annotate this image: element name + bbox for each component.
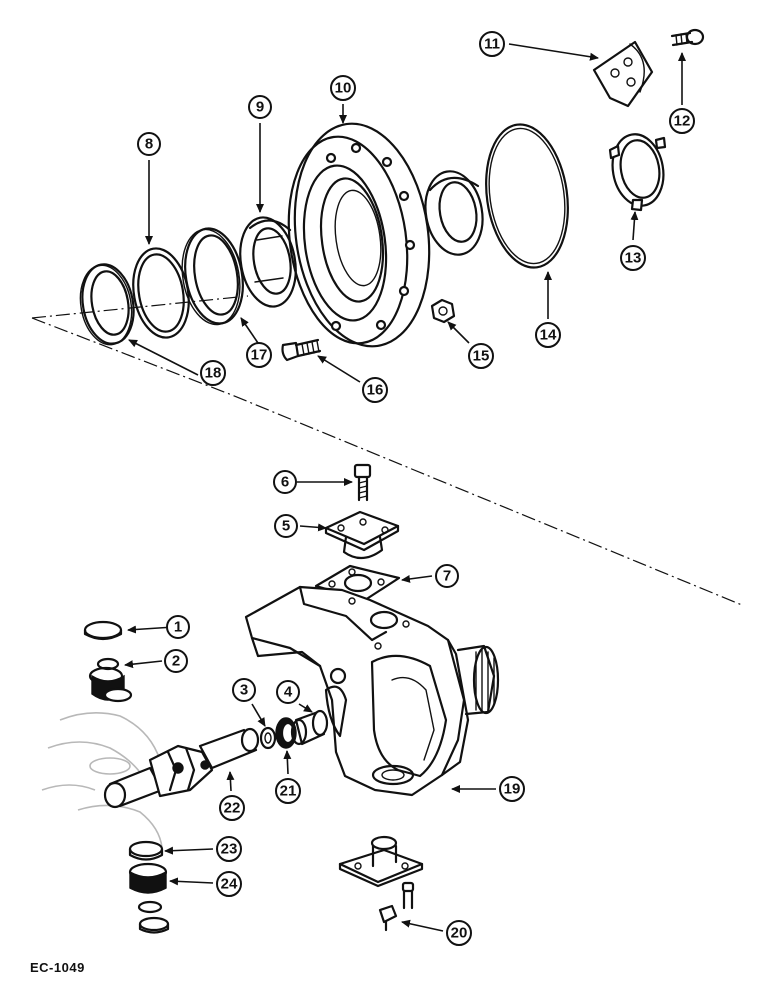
- universal-joint-22: [103, 727, 260, 809]
- callout-22-label: 22: [224, 800, 241, 817]
- callout-19: 19: [499, 776, 525, 802]
- callout-16: 16: [362, 377, 388, 403]
- callout-18: 18: [200, 360, 226, 386]
- o-ring-14: [485, 123, 569, 269]
- bearing-2: [88, 657, 133, 703]
- seal-21: [275, 717, 297, 749]
- callout-17-label: 17: [251, 347, 268, 364]
- callout-1: 1: [166, 615, 190, 639]
- callout-7-label: 7: [443, 568, 451, 585]
- callout-24-label: 24: [221, 876, 238, 893]
- callout-23: 23: [216, 836, 242, 862]
- callout-10: 10: [330, 75, 356, 101]
- assembly-axis-lines: [31, 295, 743, 606]
- callout-13-label: 13: [625, 250, 642, 267]
- callout-8-label: 8: [145, 136, 153, 153]
- callout-11-label: 11: [484, 36, 500, 53]
- cap-23: [128, 840, 164, 861]
- bolt-6: [353, 463, 372, 502]
- callout-2-label: 2: [172, 653, 180, 670]
- bushing-4: [290, 709, 329, 746]
- bearing-24: [128, 862, 170, 934]
- washer-3: [259, 726, 277, 750]
- callout-5: 5: [274, 514, 298, 538]
- callout-6: 6: [273, 470, 297, 494]
- callout-15-label: 15: [473, 348, 490, 365]
- callout-7: 7: [435, 564, 459, 588]
- callout-9-label: 9: [256, 99, 264, 116]
- bearing-13: [424, 170, 484, 256]
- bolt-12: [670, 28, 705, 47]
- callout-4: 4: [276, 680, 300, 704]
- callout-3: 3: [232, 678, 256, 702]
- seal-ring-18: [79, 263, 135, 346]
- callout-12-label: 12: [674, 113, 691, 130]
- bearing-cup-17: [181, 227, 244, 326]
- callout-18-label: 18: [205, 365, 222, 382]
- lock-plate-11: [592, 40, 654, 108]
- callout-15: 15: [468, 343, 494, 369]
- callout-21-label: 21: [280, 783, 297, 800]
- callout-21: 21: [275, 778, 301, 804]
- callout-8: 8: [137, 132, 161, 156]
- callout-11: 11: [479, 31, 505, 57]
- callout-24: 24: [216, 871, 242, 897]
- callout-5-label: 5: [282, 518, 290, 535]
- leader-lines: [124, 43, 686, 932]
- king-pin-cap-5: [324, 510, 400, 560]
- callout-22: 22: [219, 795, 245, 821]
- callout-17: 17: [246, 342, 272, 368]
- callout-14-label: 14: [540, 327, 557, 344]
- grease-fitting-20: [378, 881, 415, 932]
- cap-1: [83, 620, 123, 641]
- callout-16-label: 16: [367, 382, 384, 399]
- callout-20-label: 20: [451, 925, 468, 942]
- document-code: EC-1049: [30, 960, 85, 975]
- wheel-hub-10: [287, 122, 431, 348]
- callout-3-label: 3: [240, 682, 248, 699]
- lock-ring-13: [608, 133, 667, 212]
- callout-23-label: 23: [221, 841, 238, 858]
- callout-6-label: 6: [281, 474, 289, 491]
- callout-13: 13: [620, 245, 646, 271]
- callout-20: 20: [446, 920, 472, 946]
- callout-4-label: 4: [284, 684, 293, 701]
- callout-10-label: 10: [335, 80, 352, 97]
- steering-knuckle-19: [244, 585, 500, 797]
- callout-14: 14: [535, 322, 561, 348]
- nut-15: [430, 298, 456, 324]
- bearing-cone-9: [239, 216, 297, 308]
- callout-1-label: 1: [174, 619, 182, 636]
- callout-9: 9: [248, 95, 272, 119]
- callout-12: 12: [669, 108, 695, 134]
- callout-19-label: 19: [504, 781, 521, 798]
- callout-2: 2: [164, 649, 188, 673]
- lower-king-pin-cap: [338, 835, 424, 888]
- stud-bolt-16: [281, 338, 322, 362]
